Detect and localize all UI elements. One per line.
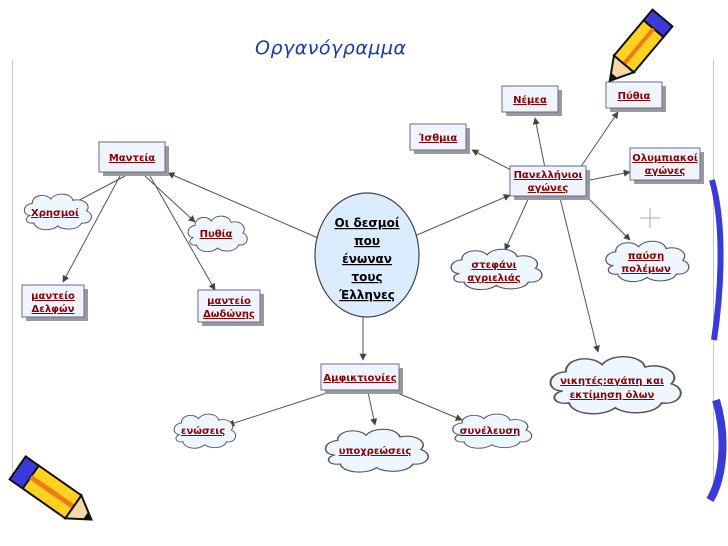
blue-decoration-right [706, 179, 727, 503]
box-manteio-dodonis: μαντείο Δωδώνης [197, 289, 264, 326]
olympiakoi-line-2: αγώνες [645, 165, 686, 177]
edge-center-panellinioi [409, 194, 511, 239]
edge-amf-enoseis [227, 391, 331, 427]
edge-pan-nemea [532, 117, 546, 169]
isthmia-label: Ίσθμια [418, 132, 458, 144]
box-amfiktionies: Αμφικτιονίες [320, 363, 403, 394]
diagram-frame [12, 60, 714, 483]
nemea-label: Νέμεα [513, 94, 547, 106]
center-node: Οι δεσμοί που ένωναν τους Έλληνες [314, 192, 420, 318]
edge-center-manteia [167, 172, 319, 239]
olympiakoi-line-1: Ολυμπιακοί [632, 152, 698, 164]
delfon-line-2: Δελφών [32, 303, 75, 315]
box-manteio-delfon: μαντείο Δελφών [21, 284, 88, 321]
box-manteia: Μαντεία [98, 141, 169, 176]
edge-pan-isthmia [471, 149, 516, 173]
center-line-1: Οι δεσμοί [334, 216, 399, 230]
dodonis-line-2: Δωδώνης [203, 308, 255, 320]
amfiktionies-label: Αμφικτιονίες [323, 372, 396, 384]
edge-pan-pythia [579, 111, 619, 169]
ypochreoseis-label: υποχρεώσεις [339, 445, 412, 457]
box-isthmia: Ίσθμια [409, 123, 470, 154]
slide-title: Οργανόγραμμα [255, 37, 407, 59]
stefani-line-2: αγριελιάς [467, 272, 520, 284]
edge-amf-ypochreoseis [367, 391, 378, 426]
center-line-3: ένωναν [342, 252, 392, 266]
nikites-line-1: νικητές:αγάπη και [560, 375, 664, 387]
center-line-4: τους [351, 270, 382, 284]
pythia-right-label: Πύθια [618, 90, 651, 102]
pafsi-line-2: πολέμων [621, 263, 671, 275]
manteia-label: Μαντεία [109, 152, 155, 164]
pythia-left-label: Πυθία [200, 228, 233, 240]
edge-manteia-delfon [62, 175, 121, 283]
edge-amf-synelefsi [394, 391, 463, 421]
edge-manteia-pythia [144, 175, 196, 223]
delfon-line-1: μαντείο [31, 290, 75, 302]
synelefsi-label: συνέλευση [460, 425, 520, 437]
pencil-icon-bottom-left [8, 455, 93, 521]
enoseis-label: ενώσεις [181, 425, 225, 437]
box-panellinioi: Πανελλήνιοι αγώνες [509, 165, 590, 200]
box-olympiakoi: Ολυμπιακοί αγώνες [629, 147, 704, 184]
pan-line-1: Πανελλήνιοι [514, 169, 583, 181]
pan-line-2: αγώνες [528, 182, 569, 194]
edges [62, 111, 631, 427]
center-line-2: που [354, 234, 380, 248]
plus-mark-icon [640, 208, 660, 228]
pencil-icon-top-right [608, 8, 674, 83]
pafsi-line-1: παύση [628, 250, 664, 262]
box-pythia-right: Πύθια [605, 81, 666, 112]
nikites-line-2: εκτίμηση όλων [570, 389, 655, 401]
center-line-5: Έλληνες [338, 288, 395, 302]
box-nemea: Νέμεα [501, 85, 562, 116]
edge-pan-stefani [504, 194, 531, 251]
stefani-line-1: στεφάνι [471, 259, 516, 271]
edge-pan-pafsi [584, 194, 631, 241]
dodonis-line-1: μαντείο [207, 295, 251, 307]
chrismoi-label: Χρησμοί [31, 207, 79, 219]
edge-pan-nikites [559, 197, 600, 353]
edge-manteia-dodonis [149, 175, 216, 291]
edge-pan-olympiakoi [589, 169, 631, 181]
